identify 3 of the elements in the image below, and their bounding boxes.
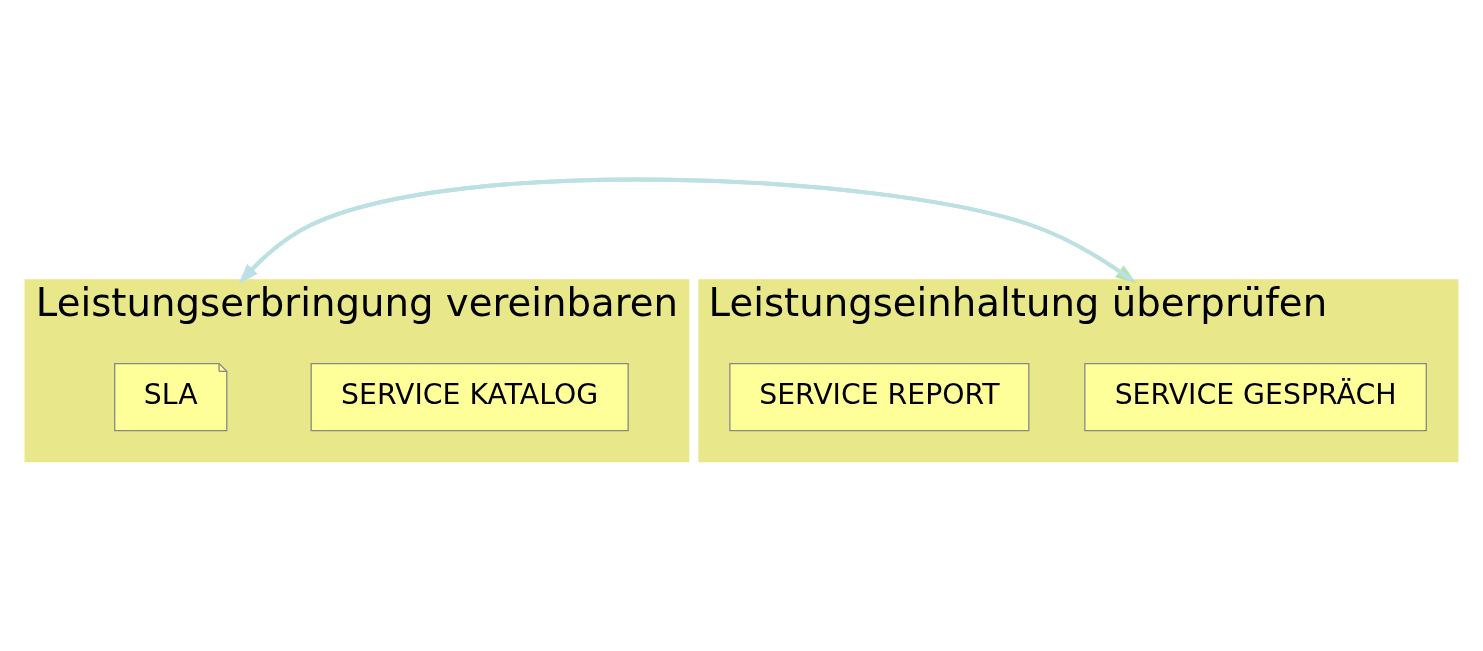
node-box: SERVICE REPORT (729, 362, 1030, 432)
node-box: SERVICE KATALOG (310, 362, 629, 432)
node-box: SERVICE GESPRÄCH (1084, 362, 1427, 432)
